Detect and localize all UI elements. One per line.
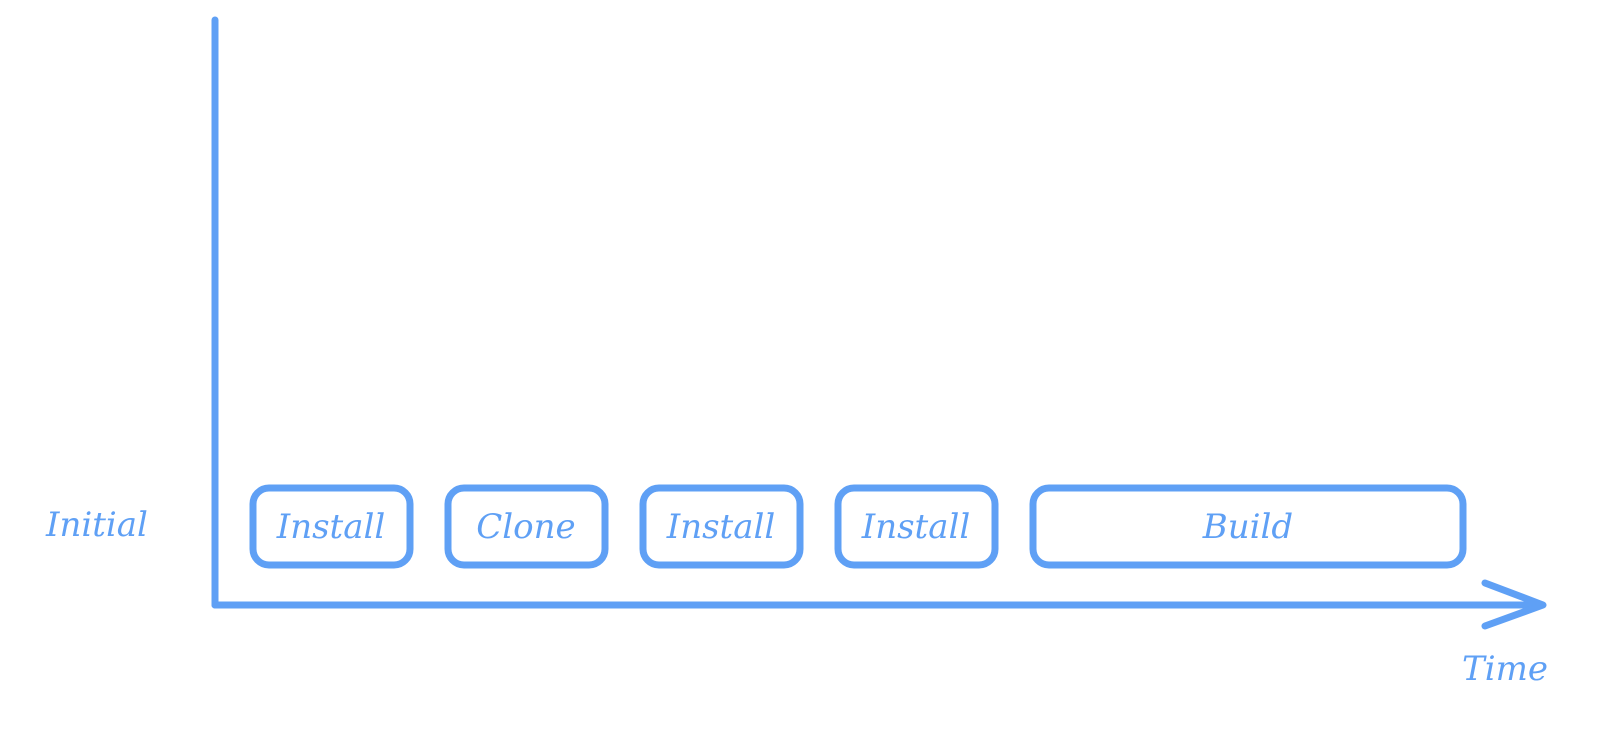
- step-box: [639, 484, 804, 569]
- step-label: Install: [861, 507, 970, 547]
- x-axis-label: Time: [1462, 649, 1548, 689]
- step-clone: Clone: [444, 484, 609, 569]
- step-install-1: Install: [249, 484, 414, 569]
- step-box: [249, 484, 414, 569]
- step-label: Install: [276, 507, 385, 547]
- step-install-3: Install: [834, 484, 999, 569]
- step-install-2: Install: [639, 484, 804, 569]
- step-box: [834, 484, 999, 569]
- step-label: Install: [666, 507, 775, 547]
- step-label: Clone: [476, 507, 575, 547]
- step-box: [1029, 484, 1467, 569]
- step-label: Build: [1202, 507, 1293, 547]
- row-label: Initial: [45, 505, 148, 545]
- step-box: [444, 484, 609, 569]
- step-build: Build: [1029, 484, 1467, 569]
- x-axis-arrowhead: [1481, 579, 1547, 630]
